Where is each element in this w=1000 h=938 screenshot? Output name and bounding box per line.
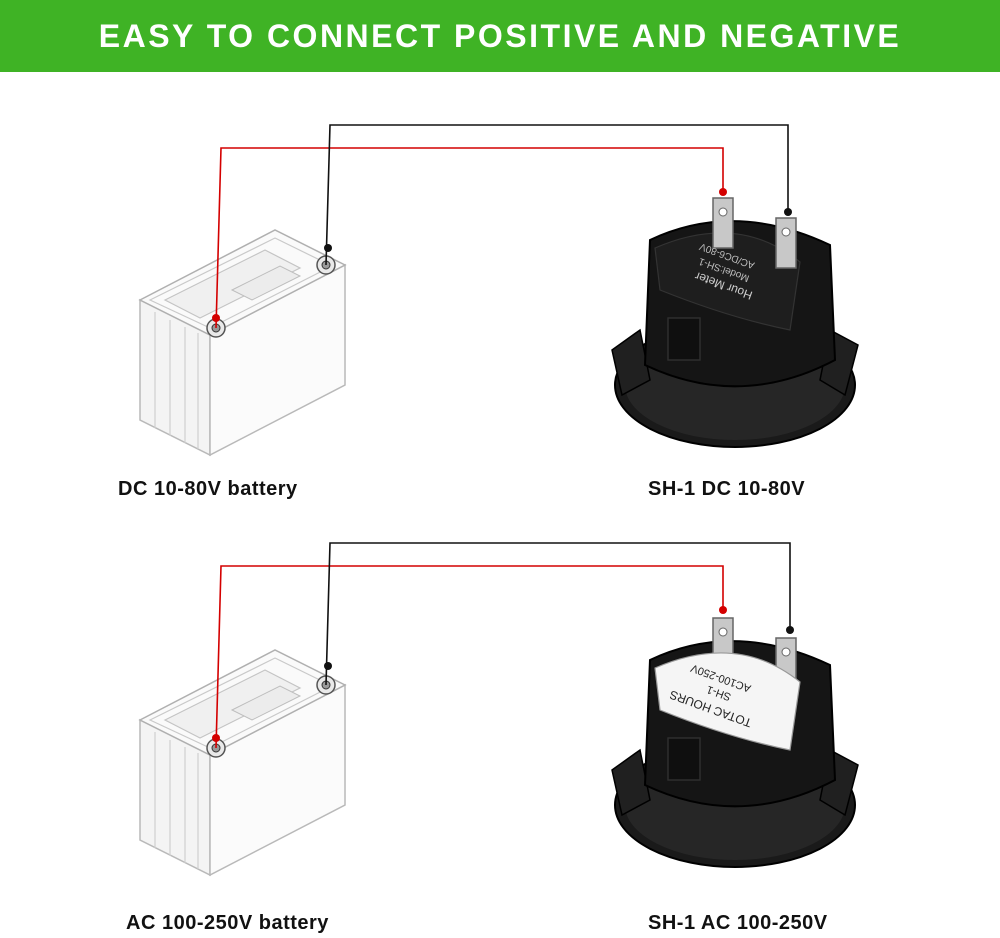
banner-title: EASY TO CONNECT POSITIVE AND NEGATIVE bbox=[98, 17, 902, 54]
top-meter-negative-dot bbox=[784, 208, 792, 216]
bottom-negative-dot bbox=[324, 662, 332, 670]
bottom-meter-positive-dot bbox=[719, 606, 727, 614]
top-positive-wire bbox=[215, 147, 724, 329]
bottom-battery bbox=[139, 649, 346, 876]
bottom-meter-label: SH-1 AC 100-250V bbox=[648, 912, 828, 934]
bottom-negative-wire bbox=[325, 542, 791, 686]
top-negative-dot bbox=[324, 244, 332, 252]
bottom-meter: TOTAC HOURS SH-1 AC100-250V bbox=[611, 617, 859, 868]
top-meter-label: SH-1 DC 10-80V bbox=[648, 478, 806, 500]
bottom-positive-wire bbox=[215, 565, 724, 749]
bottom-battery-label: AC 100-250V battery bbox=[126, 912, 329, 934]
header-banner: EASY TO CONNECT POSITIVE AND NEGATIVE bbox=[0, 0, 1000, 72]
top-meter: Hour Meter Model:SH-1 AC/DC6-80V bbox=[611, 197, 859, 448]
top-meter-positive-dot bbox=[719, 188, 727, 196]
top-battery-label: DC 10-80V battery bbox=[118, 478, 298, 500]
bottom-meter-negative-dot bbox=[786, 626, 794, 634]
top-positive-dot bbox=[212, 314, 220, 322]
top-battery bbox=[139, 229, 346, 456]
bottom-positive-dot bbox=[212, 734, 220, 742]
top-negative-wire bbox=[325, 124, 789, 266]
